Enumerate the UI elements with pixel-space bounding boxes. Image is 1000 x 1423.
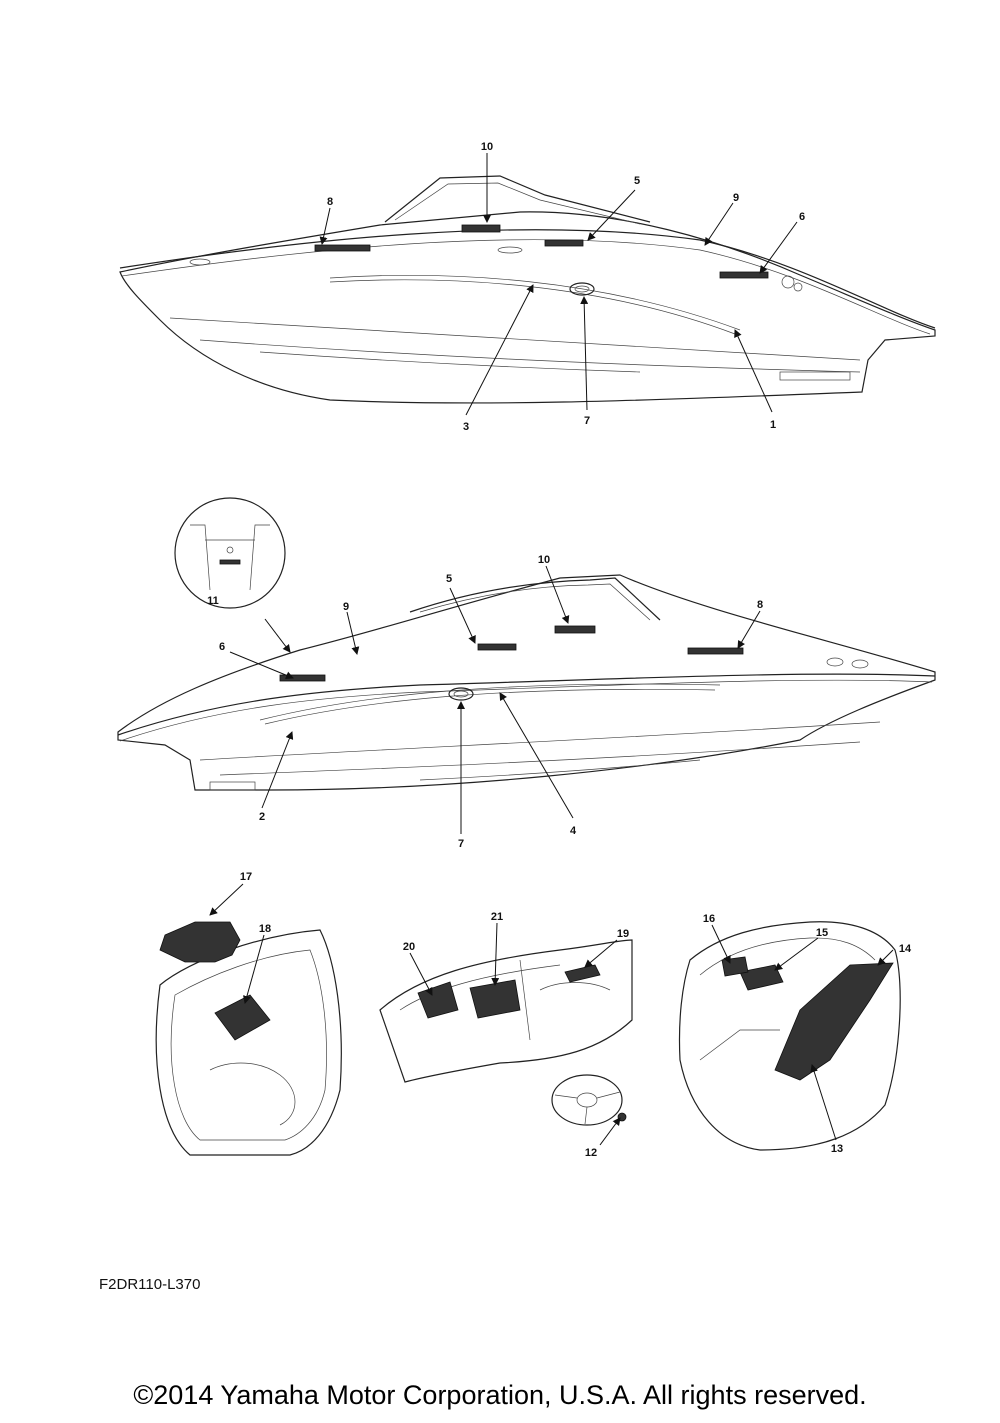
- copyright-notice: ©2014 Yamaha Motor Corporation, U.S.A. A…: [133, 1380, 867, 1410]
- callout-14: 14: [899, 943, 912, 955]
- callout-16: 16: [703, 913, 715, 925]
- callout-5-top: 5: [634, 175, 640, 187]
- callout-labels: 1 2 3 4 5 5 6 6 7 7 8 8 9 9 10 10 11 12 …: [207, 141, 912, 1159]
- callout-18: 18: [259, 923, 271, 935]
- callout-2: 2: [259, 811, 265, 823]
- callout-10-middle: 10: [538, 554, 550, 566]
- callout-10-top: 10: [481, 141, 493, 153]
- boat-top-view: [119, 175, 936, 404]
- callout-5-middle: 5: [446, 573, 452, 585]
- callout-11: 11: [207, 595, 219, 607]
- callout-9-middle: 9: [343, 601, 349, 613]
- callout-12: 12: [585, 1147, 597, 1159]
- deck-mat-view-right: [678, 921, 901, 1151]
- callout-7-middle: 7: [458, 838, 464, 850]
- callout-9-top: 9: [733, 192, 739, 204]
- callout-15: 15: [816, 927, 828, 939]
- callout-8-top: 8: [327, 196, 333, 208]
- callout-4: 4: [570, 825, 577, 837]
- callout-7-top: 7: [584, 415, 590, 427]
- callout-21: 21: [491, 911, 503, 923]
- callout-3: 3: [463, 421, 469, 433]
- callout-6-top: 6: [799, 211, 805, 223]
- callout-8-middle: 8: [757, 599, 763, 611]
- callout-19: 19: [617, 928, 629, 940]
- callout-17: 17: [240, 871, 252, 883]
- drawing-code: F2DR110-L370: [99, 1276, 201, 1293]
- deck-mat-view-left: [155, 921, 342, 1156]
- leader-lines: [209, 153, 894, 1146]
- callout-1: 1: [770, 419, 776, 431]
- callout-13: 13: [831, 1143, 843, 1155]
- callout-20: 20: [403, 941, 415, 953]
- callout-6-middle: 6: [219, 641, 225, 653]
- boat-middle-view: [117, 497, 936, 791]
